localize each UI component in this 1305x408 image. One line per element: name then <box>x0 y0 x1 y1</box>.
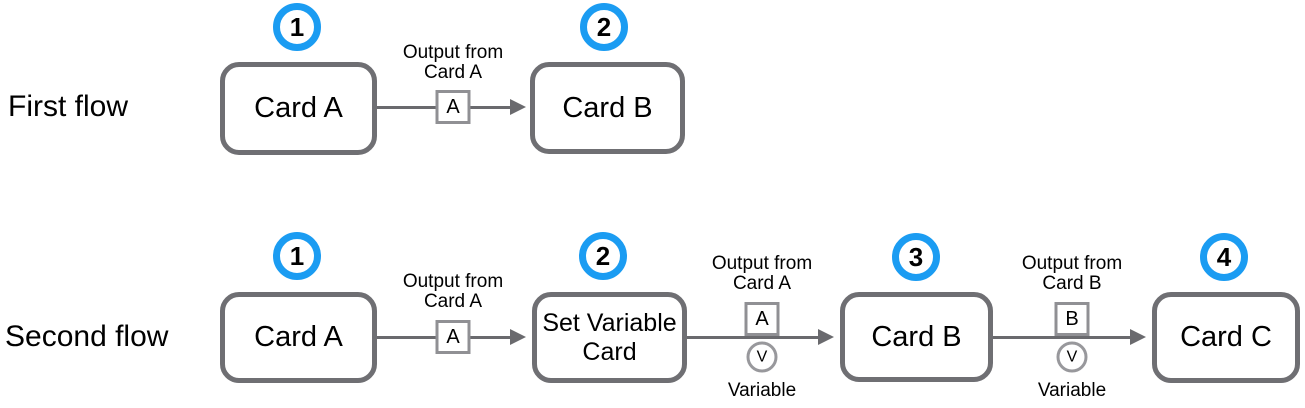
step-badge-flow2-3: 3 <box>892 233 940 281</box>
connector-caption: Output from Card A <box>403 272 503 312</box>
flow2-card-a-node: Card A <box>220 292 377 383</box>
card-title: Card A <box>254 321 343 353</box>
step-badge-flow2-4: 4 <box>1200 233 1248 281</box>
step-badge-flow1-1: 1 <box>273 3 321 51</box>
caption-line1: Output from <box>402 42 504 63</box>
variable-port-icon: V <box>746 341 778 373</box>
flow1-card-b-node: Card B <box>530 62 685 154</box>
connector-caption: Output from Card A <box>403 43 503 83</box>
card-title: Card C <box>1180 321 1272 353</box>
step-badge-flow1-2: 2 <box>580 3 628 51</box>
card-title-line2: Card <box>582 337 637 366</box>
step-badge-flow2-2: 2 <box>579 232 627 280</box>
flow2-card-b-node: Card B <box>840 292 993 382</box>
variable-port-icon: V <box>1056 341 1088 373</box>
variable-label: Variable <box>1037 380 1107 401</box>
step-badge-flow2-1: 1 <box>273 232 321 280</box>
caption-line1: Output from <box>1021 253 1123 274</box>
flow1-label: First flow <box>8 90 128 123</box>
connector-line <box>993 336 1131 339</box>
caption-line2: Card A <box>423 62 483 83</box>
arrowhead-icon <box>510 99 526 115</box>
set-variable-card-node: Set Variable Card <box>532 292 687 383</box>
arrowhead-icon <box>510 329 526 345</box>
connector-caption: Output from Card A <box>712 254 812 294</box>
output-port-a: A <box>744 302 780 336</box>
caption-line2: Card A <box>423 291 483 312</box>
arrowhead-icon <box>818 329 834 345</box>
card-title: Card B <box>562 91 653 124</box>
card-title: Set Variable Card <box>542 309 676 367</box>
arrowhead-icon <box>1130 329 1146 345</box>
caption-line2: Card A <box>732 273 792 294</box>
connector-caption: Output from Card B <box>1022 254 1122 294</box>
output-port-b: B <box>1054 302 1090 336</box>
variable-label: Variable <box>727 380 797 401</box>
card-title-line1: Set Variable <box>542 308 677 337</box>
output-port-a: A <box>435 90 471 124</box>
flow2-card-c-node: Card C <box>1152 292 1300 383</box>
connector-line <box>687 336 819 339</box>
card-title: Card A <box>254 92 343 124</box>
caption-line1: Output from <box>402 271 504 292</box>
output-port-a: A <box>435 320 471 354</box>
flow1-card-a-node: Card A <box>220 62 377 155</box>
card-title: Card B <box>871 320 962 353</box>
caption-line2: Card B <box>1042 273 1102 294</box>
caption-line1: Output from <box>711 253 813 274</box>
flow2-label: Second flow <box>5 320 169 353</box>
